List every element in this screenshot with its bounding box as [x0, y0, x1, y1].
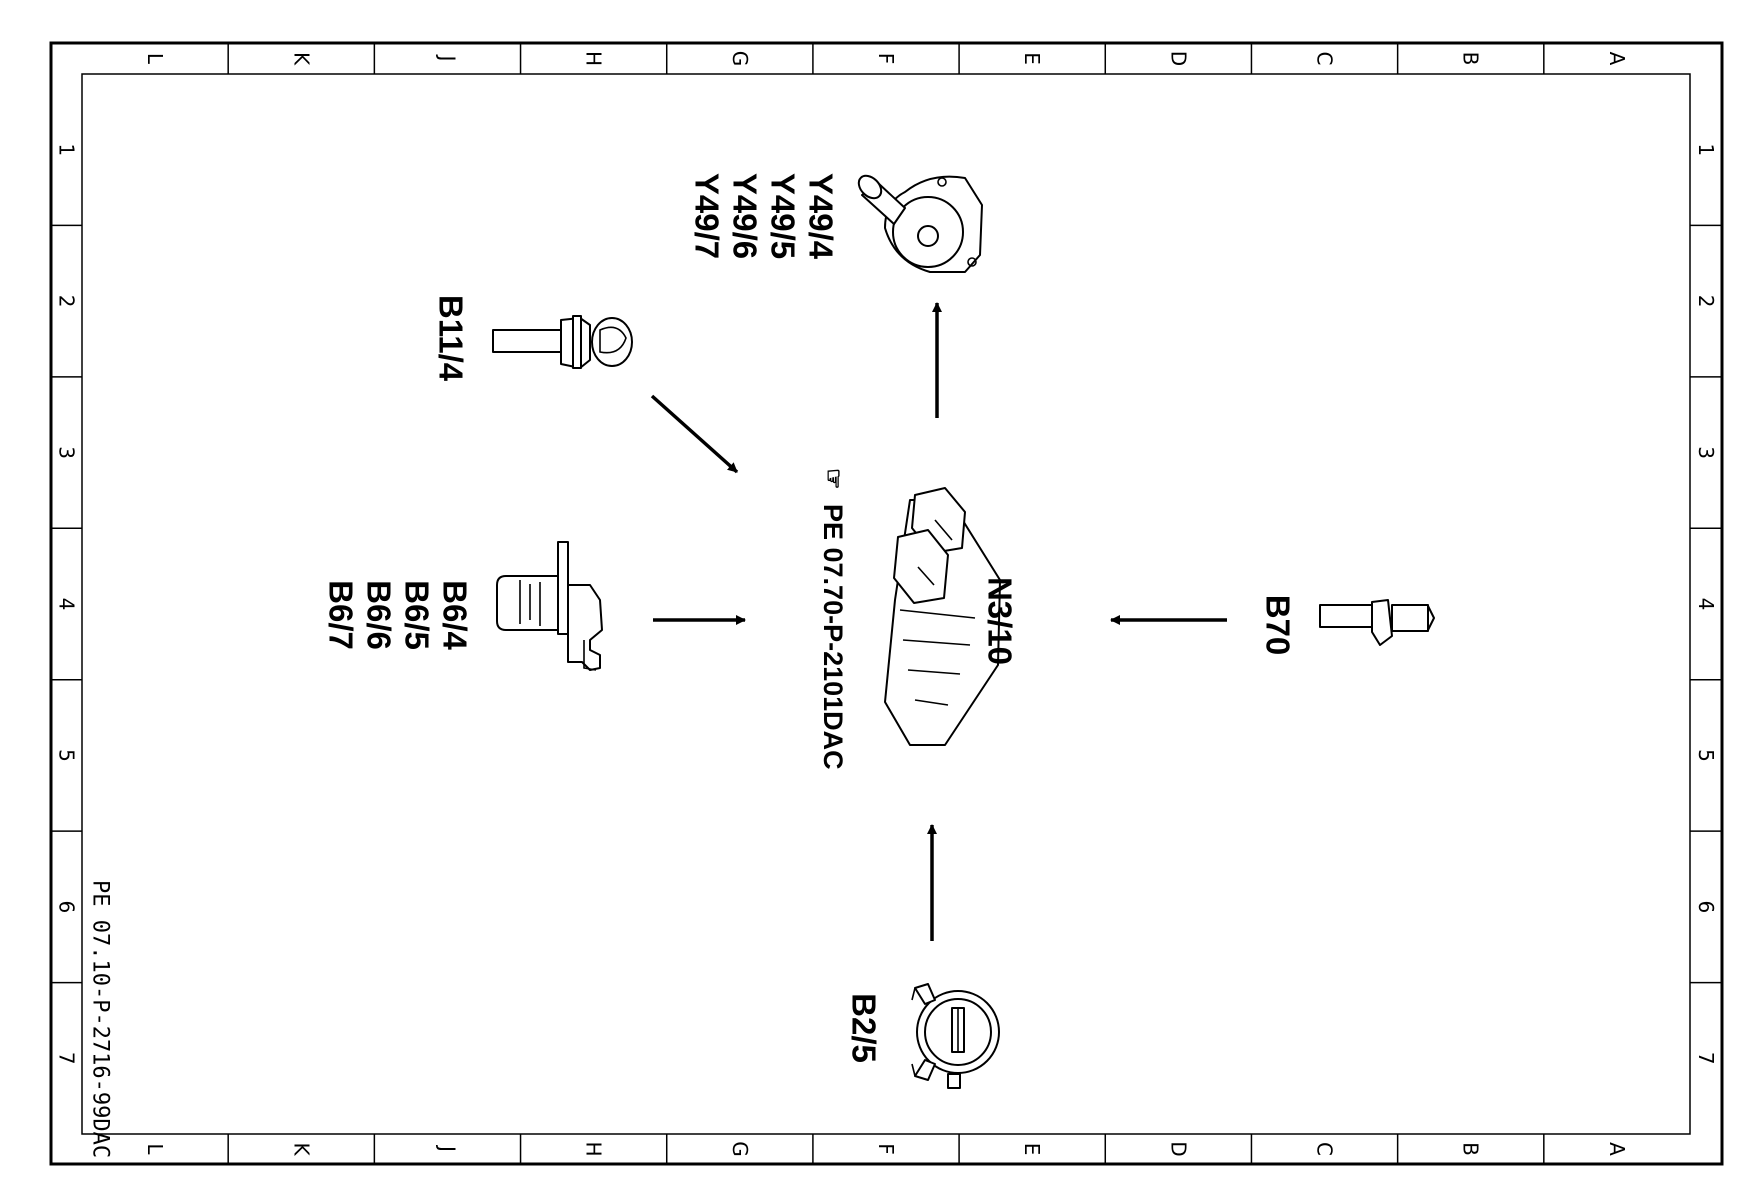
actuator-label-3: Y49/6 [727, 173, 764, 259]
air-flow-sensor-icon [911, 983, 1000, 1089]
actuator-label-1: Y49/4 [803, 173, 840, 260]
row-label-right-3: 4 [1694, 598, 1718, 611]
row-label-right-2: 3 [1694, 446, 1718, 459]
row-label-right-6: 7 [1694, 1052, 1718, 1065]
control-unit-label: N3/10 [982, 577, 1019, 665]
b2-label: B2/5 [846, 993, 883, 1063]
outer-border [49, 41, 1724, 1166]
column-label-top-7: D [1166, 51, 1190, 66]
column-label-bottom-5: F [874, 1143, 898, 1155]
column-label-bottom-2: J [435, 1144, 459, 1152]
column-label-bottom-10: A [1605, 1142, 1629, 1156]
coolant-sensor-icon [492, 315, 633, 369]
column-label-top-3: H [582, 51, 606, 66]
row-label-right-5: 6 [1694, 900, 1718, 913]
camshaft-hall-sensor-icon [496, 541, 603, 671]
b70-label: B70 [1260, 595, 1297, 656]
reference-symbol: ☞ [820, 468, 847, 490]
row-labels-left: 1 2 3 4 5 6 7 [55, 143, 79, 1064]
arrow-from-b11 [650, 394, 739, 474]
actuator-label-2: Y49/5 [765, 173, 802, 259]
column-label-bottom-6: E [1020, 1143, 1044, 1156]
inner-border [81, 73, 1691, 1135]
b6-label-3: B6/6 [361, 580, 398, 650]
row-label-left-6: 7 [55, 1052, 79, 1065]
column-label-top-1: K [289, 52, 313, 66]
b6-label-1: B6/4 [437, 580, 474, 650]
control-unit-icon [884, 487, 1001, 746]
column-label-bottom-3: H [582, 1141, 606, 1156]
component-labels: N3/10 ☞ PE 07.70-P-2101DAC Y49/4 Y49/5 Y… [88, 173, 1297, 1158]
column-label-top-0: L [143, 53, 167, 65]
row-label-right-4: 5 [1694, 749, 1718, 762]
row-label-right-0: 1 [1694, 143, 1718, 156]
column-label-bottom-7: D [1166, 1141, 1190, 1156]
reference-note: ☞ PE 07.70-P-2101DAC [818, 468, 848, 770]
row-label-left-4: 5 [55, 749, 79, 762]
column-label-bottom-4: G [728, 1141, 752, 1157]
reference-text: PE 07.70-P-2101DAC [818, 504, 848, 770]
drawing-frame: L K J H G F E D C B A L K J H G F E D C B A 1 2 3 4 5 6 7 1 2 3 4 5 6 7 [49, 41, 1724, 1166]
column-label-bottom-8: C [1313, 1142, 1337, 1156]
column-label-top-5: F [874, 53, 898, 65]
row-labels-right: 1 2 3 4 5 6 7 [1694, 143, 1718, 1064]
column-label-top-6: E [1020, 52, 1044, 65]
column-label-bottom-9: B [1459, 1142, 1483, 1156]
column-label-top-2: J [435, 54, 459, 62]
row-label-left-2: 3 [55, 446, 79, 459]
camshaft-actuator-icon [857, 174, 983, 273]
column-label-bottom-1: K [289, 1142, 313, 1156]
column-label-bottom-0: L [143, 1143, 167, 1155]
row-label-left-3: 4 [55, 598, 79, 611]
row-label-left-0: 1 [55, 143, 79, 156]
column-label-top-9: B [1459, 52, 1483, 66]
b6-labels: B6/4 B6/5 B6/6 B6/7 [323, 580, 474, 650]
row-label-left-1: 2 [55, 295, 79, 308]
column-label-top-8: C [1313, 52, 1337, 66]
frame-ticks [51, 43, 1722, 1164]
column-label-top-10: A [1605, 52, 1629, 66]
document-id: PE 07.10-P-2716-99DAC [88, 880, 113, 1158]
b6-label-4: B6/7 [323, 580, 360, 650]
row-label-right-1: 2 [1694, 295, 1718, 308]
b11-label: B11/4 [433, 295, 470, 382]
crankshaft-sensor-icon [1319, 599, 1435, 646]
actuator-labels: Y49/4 Y49/5 Y49/6 Y49/7 [689, 173, 840, 260]
b6-label-2: B6/5 [399, 580, 436, 650]
row-label-left-5: 6 [55, 900, 79, 913]
signal-arrows [650, 302, 1227, 941]
actuator-label-4: Y49/7 [689, 173, 726, 259]
column-label-top-4: G [728, 51, 752, 67]
